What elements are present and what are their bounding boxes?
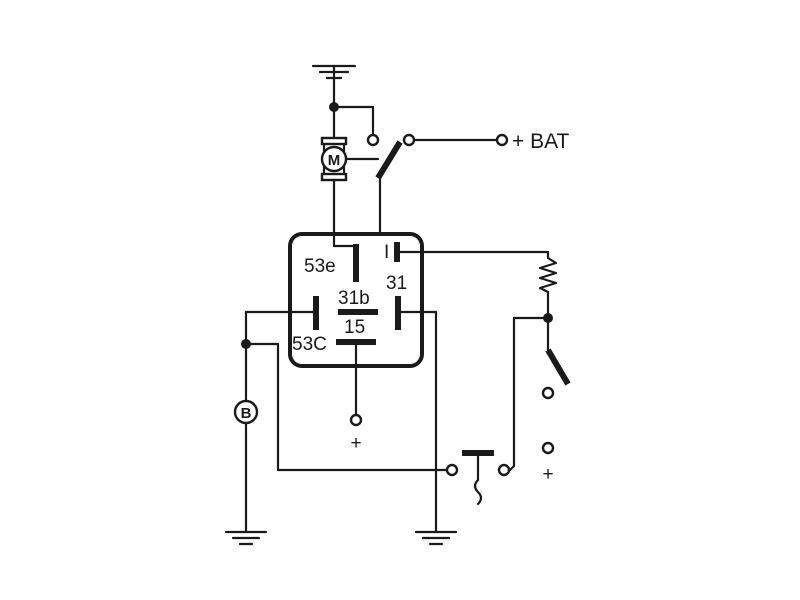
- center-plus-terminal: +: [349, 413, 363, 454]
- resistor-branch: [395, 250, 558, 352]
- right-plus-label: +: [542, 464, 553, 485]
- terminal-53c-label: 53C: [292, 334, 327, 355]
- battery-terminal: [495, 133, 509, 147]
- upper-switch: + BAT: [375, 130, 570, 180]
- terminal-31-label: 31: [386, 273, 407, 294]
- terminal-15-label: 15: [344, 317, 365, 338]
- motor-symbol: M: [320, 136, 348, 248]
- pushbutton-symbol: [445, 450, 494, 506]
- center-plus-label: +: [350, 433, 361, 454]
- relay-internals: 53e 31b I 31 53C 15: [244, 234, 438, 417]
- motor-switch-terminal: [366, 133, 380, 147]
- terminal-i-label: I: [384, 242, 389, 263]
- right-switch: +: [541, 348, 571, 485]
- ground-symbol-top: [311, 64, 357, 109]
- terminal-53e-label: 53e: [304, 256, 336, 277]
- motor-label: M: [328, 152, 341, 169]
- resistor-icon: [538, 256, 558, 294]
- top-junction: [329, 102, 380, 147]
- ground-symbol-left: [224, 530, 268, 546]
- terminal-31b-label: 31b: [338, 288, 370, 309]
- bulb-label: B: [241, 405, 252, 422]
- ground-branch-right: [414, 310, 458, 546]
- battery-label: + BAT: [512, 130, 570, 153]
- pushbutton-wiring: [497, 316, 550, 477]
- bulb-branch: B: [233, 310, 260, 534]
